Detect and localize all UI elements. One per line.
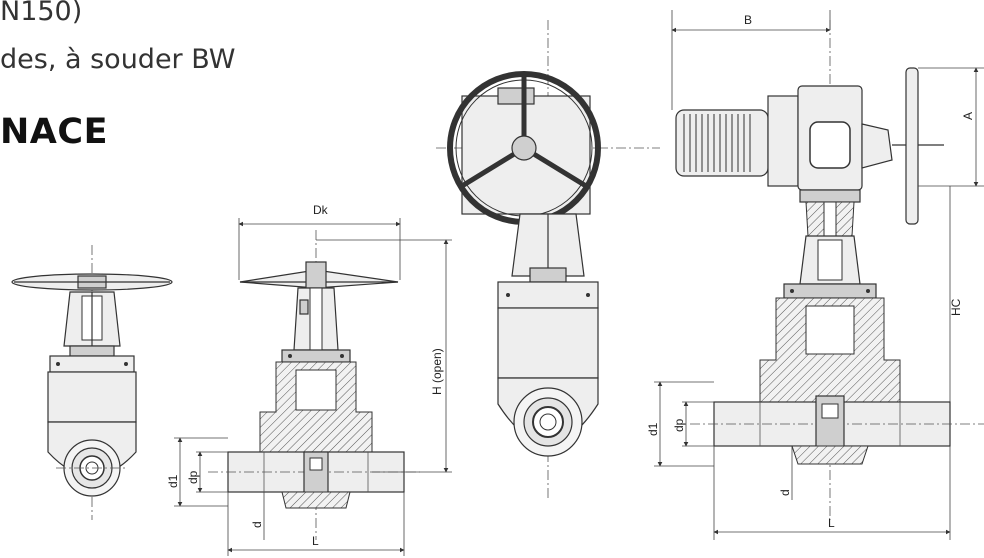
- figure-handwheel-section-view: Dk H (open) d1: [166, 203, 452, 556]
- figure-gear-operator-view: [436, 20, 660, 500]
- dim-label-l-right: L: [828, 516, 835, 530]
- dim-label-d1-right: d1: [646, 422, 660, 436]
- dim-label-d-left: d: [250, 521, 264, 528]
- dim-label-a: A: [961, 112, 975, 120]
- header-line-3: NACE: [0, 112, 108, 152]
- dim-label-b: B: [744, 13, 752, 27]
- dim-label-d-right: d: [778, 489, 792, 496]
- header-line-1: N150): [0, 0, 83, 27]
- dim-label-h-open: H (open): [430, 348, 444, 395]
- dim-label-dk: Dk: [313, 203, 329, 217]
- dim-label-l-left: L: [312, 534, 319, 548]
- header-line-2: des, à souder BW: [0, 44, 236, 75]
- dim-label-d1-left: d1: [166, 474, 180, 488]
- dim-label-dp-left: dp: [186, 470, 200, 484]
- dim-label-hc: HC: [949, 298, 963, 316]
- figure-handwheel-front-view: [11, 245, 173, 520]
- figure-electric-actuator-view: B A: [646, 10, 984, 540]
- dim-label-dp-right: dp: [672, 418, 686, 432]
